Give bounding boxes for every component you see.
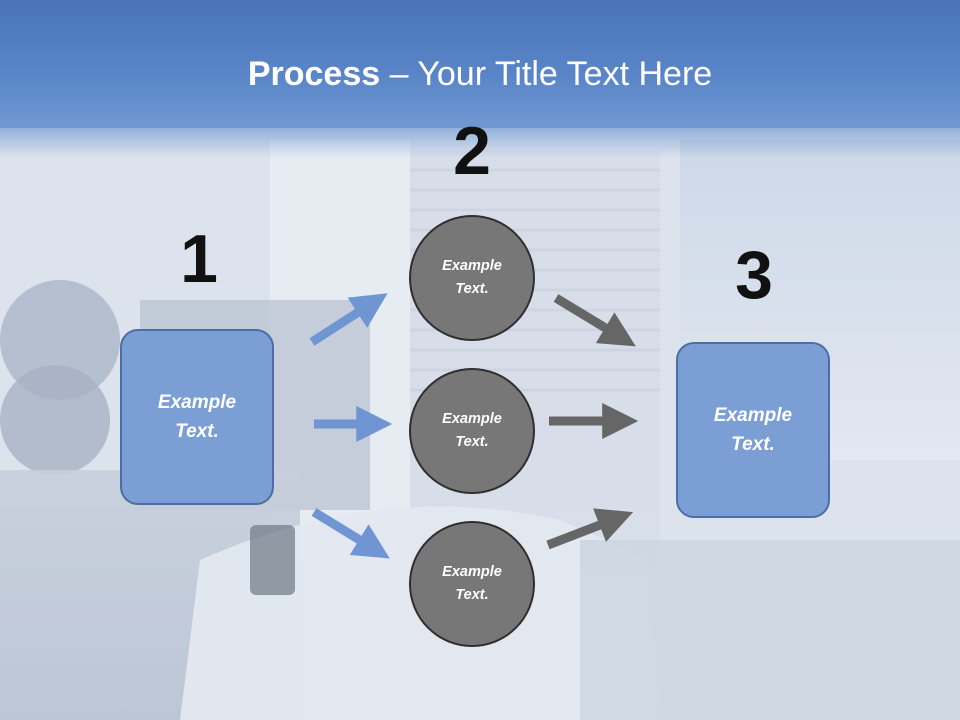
arrow-left-to-top [309,293,388,346]
title-rest: – Your Title Text Here [380,55,713,93]
slide-title: Process – Your Title Text Here [0,52,960,96]
header-bar [0,0,960,128]
arrow-left-to-bottom [311,508,390,559]
circle-top-label: Example Text. [442,258,502,297]
circle-bottom-label: Example Text. [442,564,502,603]
title-bold: Process [247,55,381,93]
circle-middle-label: Example Text. [442,411,502,450]
circle-middle: Example Text. [409,368,535,494]
left-box-label: Example Text. [157,392,237,442]
right-box-label: Example Text. [713,405,793,455]
arrow-bottom-to-right [546,508,634,550]
left-box: Example Text. [120,329,274,505]
right-box: Example Text. [676,342,830,518]
header-fade [0,118,960,158]
circle-top: Example Text. [409,215,535,341]
step-number-1: 1 [180,221,218,297]
step-number-2: 2 [453,113,491,189]
step-number-3: 3 [735,237,773,313]
arrow-top-to-right [553,294,636,347]
circle-bottom: Example Text. [409,521,535,647]
